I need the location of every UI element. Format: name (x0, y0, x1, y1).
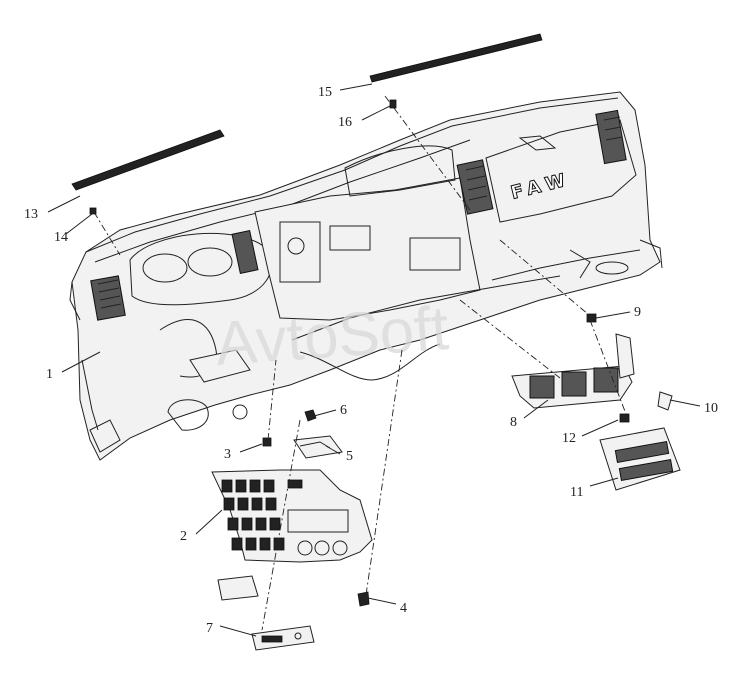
callout-15: 15 (318, 85, 332, 100)
callout-2: 2 (180, 529, 187, 544)
clip-3 (262, 437, 272, 447)
clip-16 (389, 99, 397, 109)
knob-10 (657, 391, 673, 411)
watermark: AvtoSoft (213, 294, 450, 379)
callout-8: 8 (510, 415, 517, 430)
screw-4 (357, 591, 370, 607)
callout-1: 1 (46, 367, 53, 382)
callout-10: 10 (704, 401, 718, 416)
bracket (217, 575, 259, 601)
callout-13: 13 (24, 207, 38, 222)
module-5 (293, 435, 343, 459)
radio-unit (251, 625, 315, 651)
callout-14: 14 (54, 230, 68, 245)
callout-5: 5 (346, 449, 353, 464)
callout-11: 11 (570, 485, 583, 500)
defroster-strip-right (369, 33, 543, 109)
defroster-strip-left (71, 129, 225, 215)
screw-6 (304, 409, 317, 422)
callout-12: 12 (562, 431, 576, 446)
clip-14 (89, 207, 97, 215)
callout-7: 7 (206, 621, 213, 636)
callout-4: 4 (400, 601, 407, 616)
clip-9 (586, 313, 597, 323)
center-vent (511, 333, 635, 409)
switch-panel (211, 469, 373, 563)
callout-6: 6 (340, 403, 347, 418)
cup-holder (599, 427, 681, 491)
callout-9: 9 (634, 305, 641, 320)
clip-12 (619, 413, 630, 423)
callout-16: 16 (338, 115, 352, 130)
callout-3: 3 (224, 447, 231, 462)
instrument-panel: FAW (69, 91, 663, 461)
